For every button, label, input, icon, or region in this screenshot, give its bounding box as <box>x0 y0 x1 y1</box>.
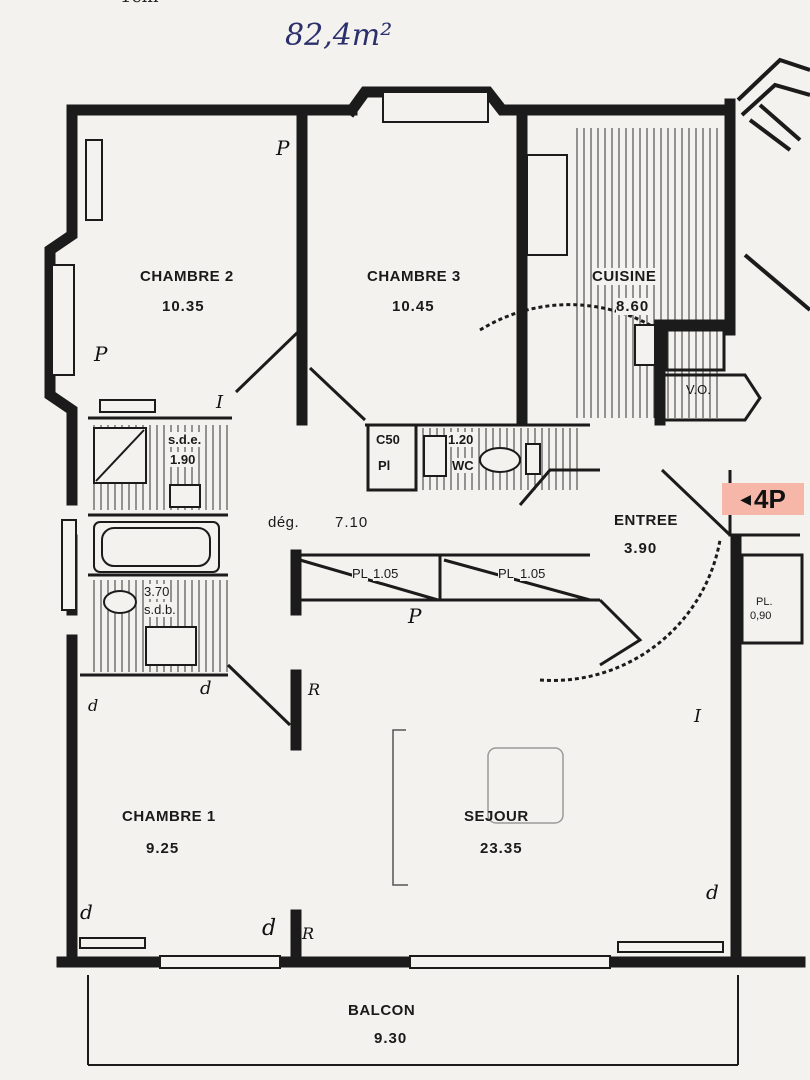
outlet-d-chambre1: d <box>80 900 93 924</box>
outlet-p-chambre2-left: P <box>94 342 108 366</box>
outlet-r-bottom: R <box>302 924 315 943</box>
outlet-p-chambre2: P <box>276 136 290 160</box>
entree-name: ENTREE <box>614 512 678 529</box>
placard3-area: 0,90 <box>750 610 772 622</box>
vo-label: V.O. <box>686 382 711 397</box>
outlet-i-chambre2: I <box>216 392 224 413</box>
sde-area: 1.90 <box>170 452 196 467</box>
apartment-tag-label: 4P <box>753 483 786 514</box>
arrow-left-icon: ◀ <box>740 490 751 507</box>
sdb-name: s.d.b. <box>144 602 176 617</box>
windows <box>51 91 724 969</box>
pl-wc-label: Pl <box>378 458 391 473</box>
placard3-name: PL. <box>756 596 773 608</box>
wc-area: 1.20 <box>448 432 474 447</box>
cuisine-area: 8.60 <box>616 298 650 315</box>
placard1-area: 1.05 <box>373 566 399 581</box>
outlet-d-deg: d <box>200 678 212 699</box>
degagement-area: 7.10 <box>335 514 369 531</box>
chambre1-area: 9.25 <box>146 840 180 857</box>
apartment-tag: ◀ 4P <box>722 483 804 515</box>
chambre3-name: CHAMBRE 3 <box>367 268 461 285</box>
outlet-d-chambre1-top: d <box>88 696 99 715</box>
placard2-area: 1.05 <box>520 566 546 581</box>
cuisine-name: CUISINE <box>592 268 657 285</box>
balcon-area: 9.30 <box>374 1030 408 1047</box>
placard1-name: PL <box>352 566 368 581</box>
balcon-name: BALCON <box>348 1002 416 1019</box>
sejour-name: SEJOUR <box>464 808 529 825</box>
fixtures <box>85 139 656 666</box>
balcony <box>87 975 739 1066</box>
entree-area: 3.90 <box>624 540 658 557</box>
c50-label: C50 <box>376 432 400 447</box>
outlet-d-sejour: d <box>706 880 719 904</box>
chambre2-name: CHAMBRE 2 <box>140 268 234 285</box>
stairs <box>736 57 810 312</box>
sdb-area: 3.70 <box>144 584 170 599</box>
chambre3-area: 10.45 <box>392 298 435 315</box>
outlet-d-bottom: d <box>262 916 277 941</box>
total-area-note: 82,4m² <box>285 18 393 53</box>
degagement-name: dég. <box>268 514 300 531</box>
sejour-area: 23.35 <box>480 840 523 857</box>
outlet-r-deg: R <box>308 680 321 699</box>
thin-walls <box>80 303 804 727</box>
scale-note: 1cm <box>120 0 159 7</box>
wc-name: WC <box>452 458 474 473</box>
placard2-name: PL <box>498 566 514 581</box>
sketch-lines <box>392 729 564 886</box>
sde-name: s.d.e. <box>168 432 202 447</box>
outlet-p-sejour: P <box>408 604 422 628</box>
outlet-i-sejour: I <box>694 706 702 727</box>
chambre1-name: CHAMBRE 1 <box>122 808 216 825</box>
chambre2-area: 10.35 <box>162 298 205 315</box>
